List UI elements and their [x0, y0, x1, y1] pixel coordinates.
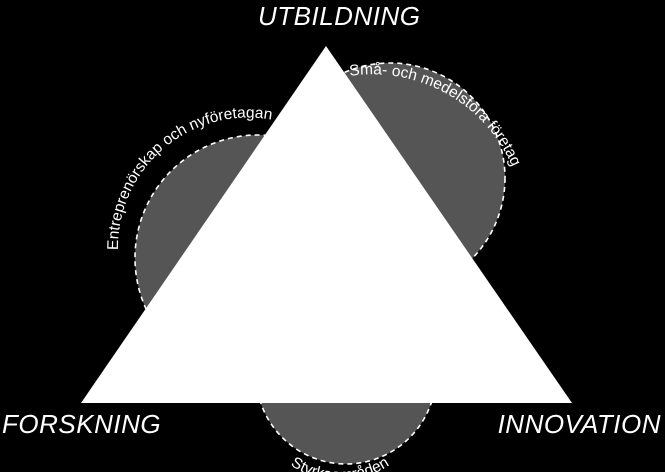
corner-label-top: UTBILDNING — [258, 1, 421, 31]
corner-label-right: INNOVATION — [497, 409, 661, 439]
triangle — [81, 46, 572, 403]
corner-label-left: FORSKNING — [2, 409, 162, 439]
